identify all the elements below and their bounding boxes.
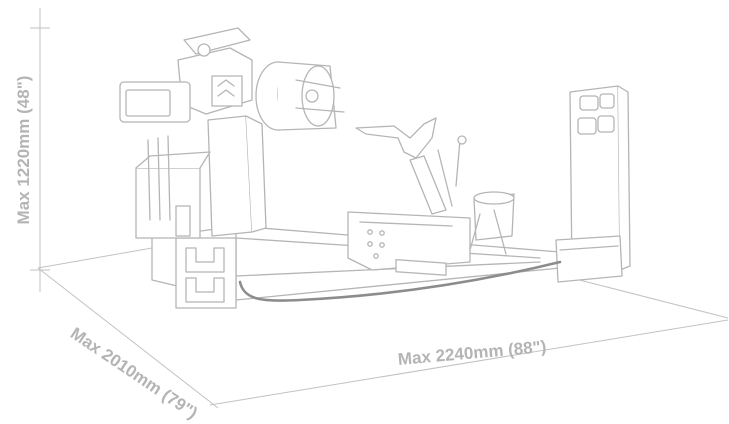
spindle-icon — [305, 89, 319, 103]
dimension-lines — [30, 8, 729, 409]
bolt-icon — [367, 229, 373, 235]
vertical-column — [177, 27, 267, 237]
carriage — [347, 211, 471, 276]
bolt-icon — [367, 241, 373, 247]
wheel-clamp-chuck — [255, 61, 345, 131]
height-dimension-label: Max 1220mm (48") — [14, 75, 33, 225]
control-pedestal — [555, 85, 631, 283]
control-button-icon — [579, 95, 599, 111]
bolt-icon — [379, 230, 385, 236]
floor-back-left-line — [37, 247, 153, 269]
depth-dimension-line — [37, 267, 219, 409]
tool-arm — [355, 117, 515, 255]
hydraulic-unit — [119, 81, 211, 239]
base-slot-top — [185, 247, 225, 273]
floor-right-line — [559, 274, 729, 319]
control-cable — [238, 260, 562, 302]
tyre-changer-dimension-diagram — [30, 8, 729, 409]
lever-knob-icon — [457, 135, 467, 145]
hydraulic-hoses — [147, 135, 171, 221]
control-button-icon — [597, 115, 615, 133]
control-button-icon — [577, 117, 597, 135]
base-slot-bottom — [185, 277, 225, 303]
cylinder — [175, 205, 191, 237]
tyre-changer-machine — [119, 27, 631, 309]
knob-icon — [197, 43, 211, 57]
width-dimension-line — [209, 319, 729, 406]
bolt-icon — [379, 242, 385, 248]
bead-tool — [355, 117, 437, 159]
pedestal-base — [555, 235, 623, 283]
control-button-icon — [599, 93, 615, 109]
bolt-icon — [373, 253, 379, 259]
